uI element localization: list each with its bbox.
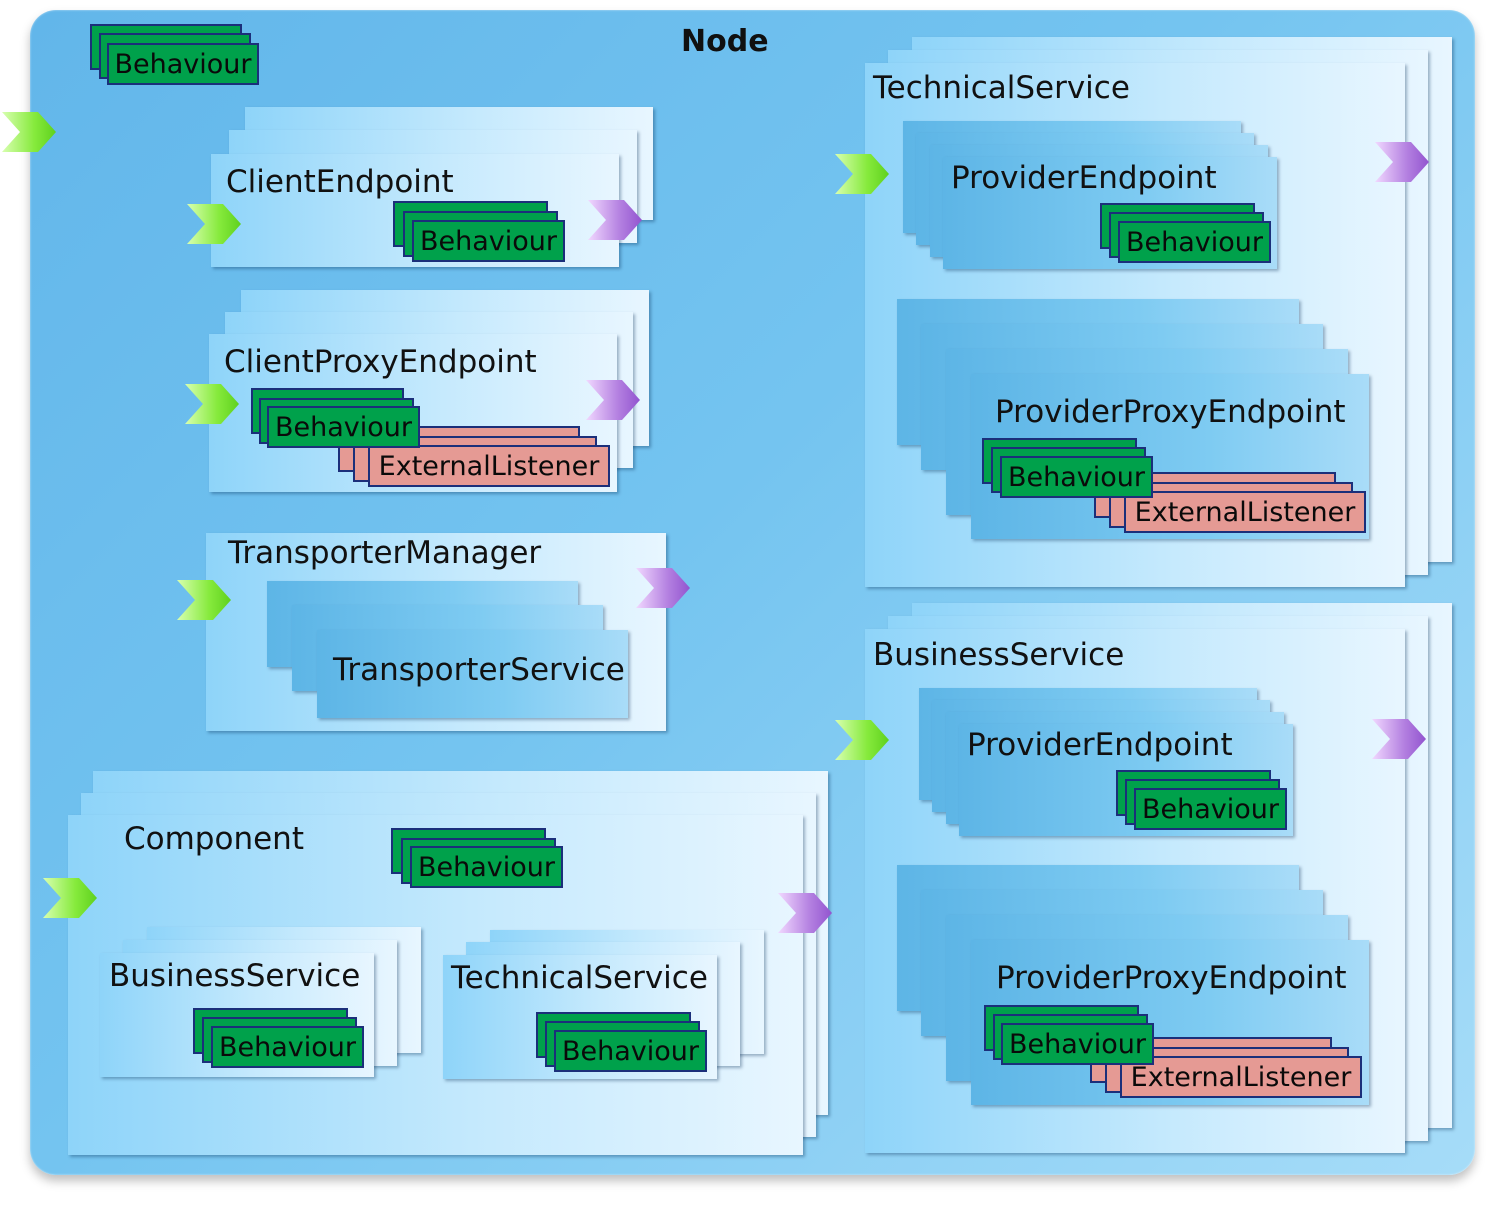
ts-provider-proxy-external-listener: ExternalListener [1124, 491, 1366, 533]
bs-provider-proxy-endpoint-label: ProviderProxyEndpoint [996, 960, 1347, 996]
component-behaviour: Behaviour [410, 846, 563, 888]
purple-chevron-icon [636, 568, 690, 608]
green-chevron-icon [835, 720, 889, 760]
purple-chevron-icon [1372, 719, 1426, 759]
transporter-manager-label: TransporterManager [228, 535, 542, 571]
ts-provider-proxy-endpoint-label: ProviderProxyEndpoint [995, 394, 1346, 430]
green-chevron-icon [835, 154, 889, 194]
component-technical-service-label: TechnicalService [451, 960, 708, 996]
bs-provider-endpoint-label: ProviderEndpoint [967, 727, 1233, 763]
node-behaviour: Behaviour [107, 43, 259, 85]
business-service-label: BusinessService [873, 637, 1125, 673]
bs-provider-proxy-external-listener: ExternalListener [1120, 1056, 1362, 1098]
technical-service-label: TechnicalService [873, 70, 1130, 106]
green-chevron-icon [2, 112, 56, 152]
client-proxy-behaviour: Behaviour [267, 406, 420, 448]
ts-provider-endpoint-label: ProviderEndpoint [951, 160, 1217, 196]
transporter-service-label: TransporterService [333, 652, 625, 688]
transporter-service [317, 630, 628, 718]
green-chevron-icon [177, 580, 231, 620]
component-label: Component [124, 821, 304, 857]
green-chevron-icon [185, 384, 239, 424]
component-technical-service-behaviour: Behaviour [554, 1030, 707, 1072]
node-title: Node [681, 24, 769, 59]
client-proxy-endpoint-label: ClientProxyEndpoint [224, 344, 537, 380]
ts-provider-proxy-behaviour: Behaviour [1000, 456, 1153, 498]
client-proxy-external-listener: ExternalListener [368, 445, 610, 487]
bs-provider-proxy-behaviour: Behaviour [1001, 1023, 1154, 1065]
green-chevron-icon [187, 204, 241, 244]
component-business-service-label: BusinessService [109, 958, 361, 994]
component-business-service-behaviour: Behaviour [211, 1026, 364, 1068]
client-endpoint-label: ClientEndpoint [226, 164, 454, 200]
purple-chevron-icon [588, 200, 642, 240]
ts-provider-endpoint-behaviour: Behaviour [1118, 221, 1271, 263]
purple-chevron-icon [778, 893, 832, 933]
client-endpoint-behaviour: Behaviour [412, 220, 565, 262]
purple-chevron-icon [1375, 142, 1429, 182]
purple-chevron-icon [586, 380, 640, 420]
green-chevron-icon [43, 878, 97, 918]
bs-provider-endpoint-behaviour: Behaviour [1134, 788, 1287, 830]
